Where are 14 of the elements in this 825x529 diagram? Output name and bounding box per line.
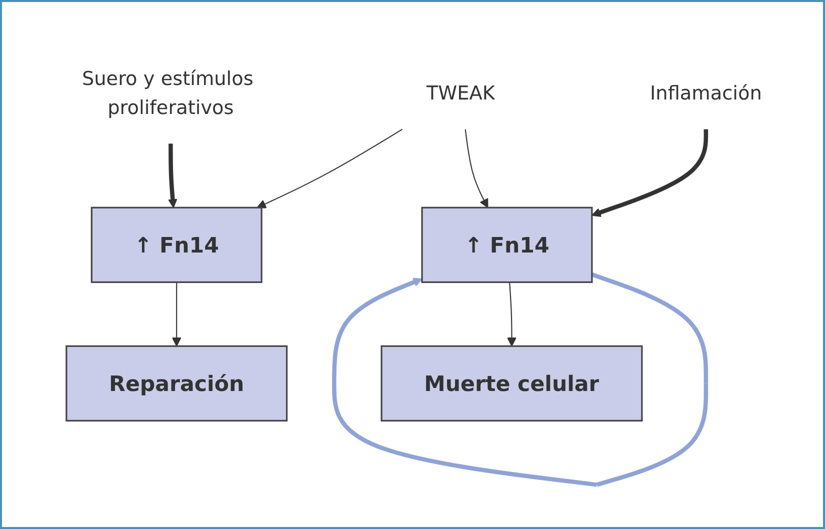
node-text: Suero y estímulos proliferativos — [81, 68, 253, 120]
arrow — [591, 130, 708, 218]
node-box — [65, 346, 288, 422]
arrow — [168, 144, 177, 208]
node-box — [90, 207, 262, 284]
arrow — [256, 129, 402, 209]
node-box — [420, 207, 592, 284]
arrow — [464, 130, 488, 208]
node-box — [380, 346, 642, 422]
flowchart: Suero y estímulos proliferativos TWEAK Inflamación ↑ Fn14 ↑ Fn14 Reparación Muerte celular — [12, 35, 812, 494]
node-text: TWEAK — [426, 82, 494, 106]
arrow — [506, 282, 516, 347]
arrow — [171, 282, 181, 347]
node-text: Inflamación — [650, 82, 762, 106]
